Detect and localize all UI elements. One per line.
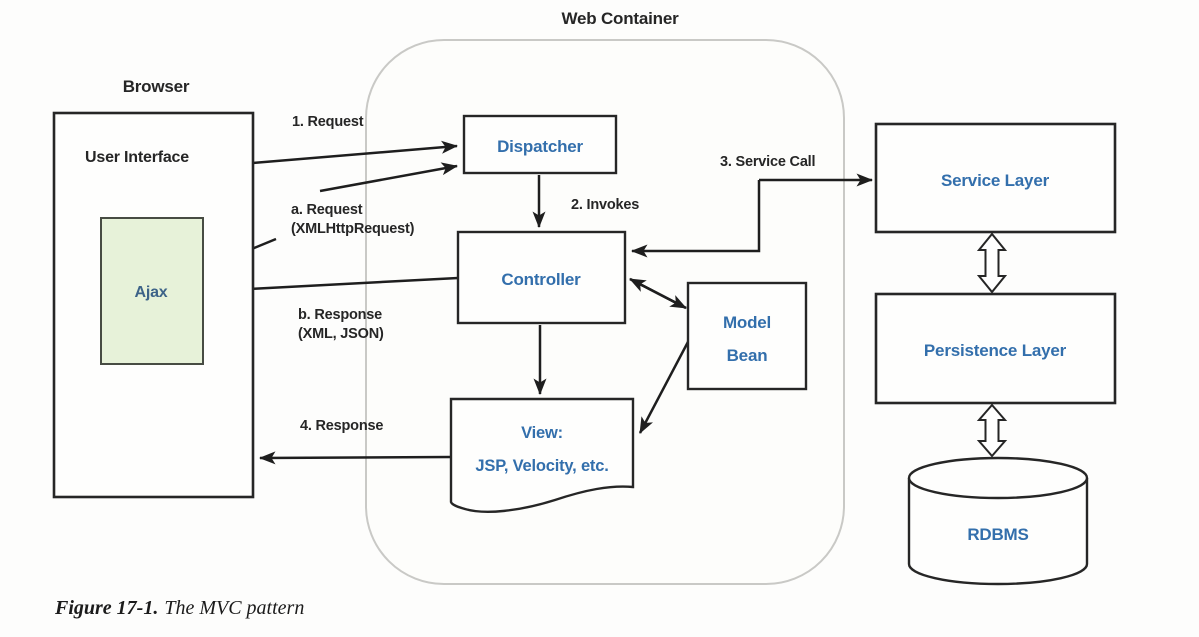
response-arrow-label: 4. Response xyxy=(300,418,383,434)
figure-caption-text: The MVC pattern xyxy=(164,597,305,619)
arrow-model-to-view xyxy=(638,339,691,434)
arrow-ajax-request-head xyxy=(319,162,458,193)
web-container-title: Web Container xyxy=(561,9,679,28)
view-label-line2: JSP, Velocity, etc. xyxy=(475,457,608,475)
ajax-request-arrow-label: a. Request xyxy=(291,202,363,218)
rdbms-cylinder-body xyxy=(907,478,1089,586)
service-layer-label: Service Layer xyxy=(941,171,1050,190)
ajax-label: Ajax xyxy=(135,284,168,301)
arrow-service-call-back xyxy=(631,180,761,258)
persistence-layer-box xyxy=(874,292,1117,405)
rdbms-label: RDBMS xyxy=(967,525,1028,544)
invokes-arrow-label: 2. Invokes xyxy=(571,197,639,213)
connector-lines xyxy=(202,140,873,465)
request-arrow-label: 1. Request xyxy=(292,114,364,130)
arrow-controller-to-model xyxy=(629,277,687,310)
user-interface-label: User Interface xyxy=(85,149,189,166)
ajax-box xyxy=(100,217,204,365)
model-bean-label-line1: Model xyxy=(723,313,771,332)
dispatcher-box xyxy=(462,114,618,175)
double-arrow-persistence-rdbms xyxy=(976,403,1008,458)
figure-caption: Figure 17-1.The MVC pattern xyxy=(55,597,304,620)
ajax-response-arrow-label: b. Response xyxy=(298,307,382,323)
ajax-request-arrow-detail: (XMLHttpRequest) xyxy=(291,221,415,237)
ajax-response-arrow-detail: (XML, JSON) xyxy=(298,326,384,342)
rdbms-cylinder-top xyxy=(907,456,1089,500)
service-layer-box xyxy=(874,122,1117,234)
view-box xyxy=(449,397,635,513)
browser-label: Browser xyxy=(123,77,190,96)
controller-box xyxy=(456,230,627,325)
arrow-request xyxy=(252,140,458,165)
view-label-line1: View: xyxy=(521,424,563,442)
double-arrow-service-persistence xyxy=(976,232,1008,294)
model-bean-label-line2: Bean xyxy=(727,346,768,365)
controller-label: Controller xyxy=(501,270,581,289)
figure-caption-number: Figure 17-1. xyxy=(55,597,159,619)
dispatcher-label: Dispatcher xyxy=(497,137,583,156)
persistence-layer-label: Persistence Layer xyxy=(924,341,1067,360)
arrow-response xyxy=(259,451,452,465)
model-bean-box xyxy=(686,281,808,391)
service-call-arrow-label: 3. Service Call xyxy=(720,154,815,170)
